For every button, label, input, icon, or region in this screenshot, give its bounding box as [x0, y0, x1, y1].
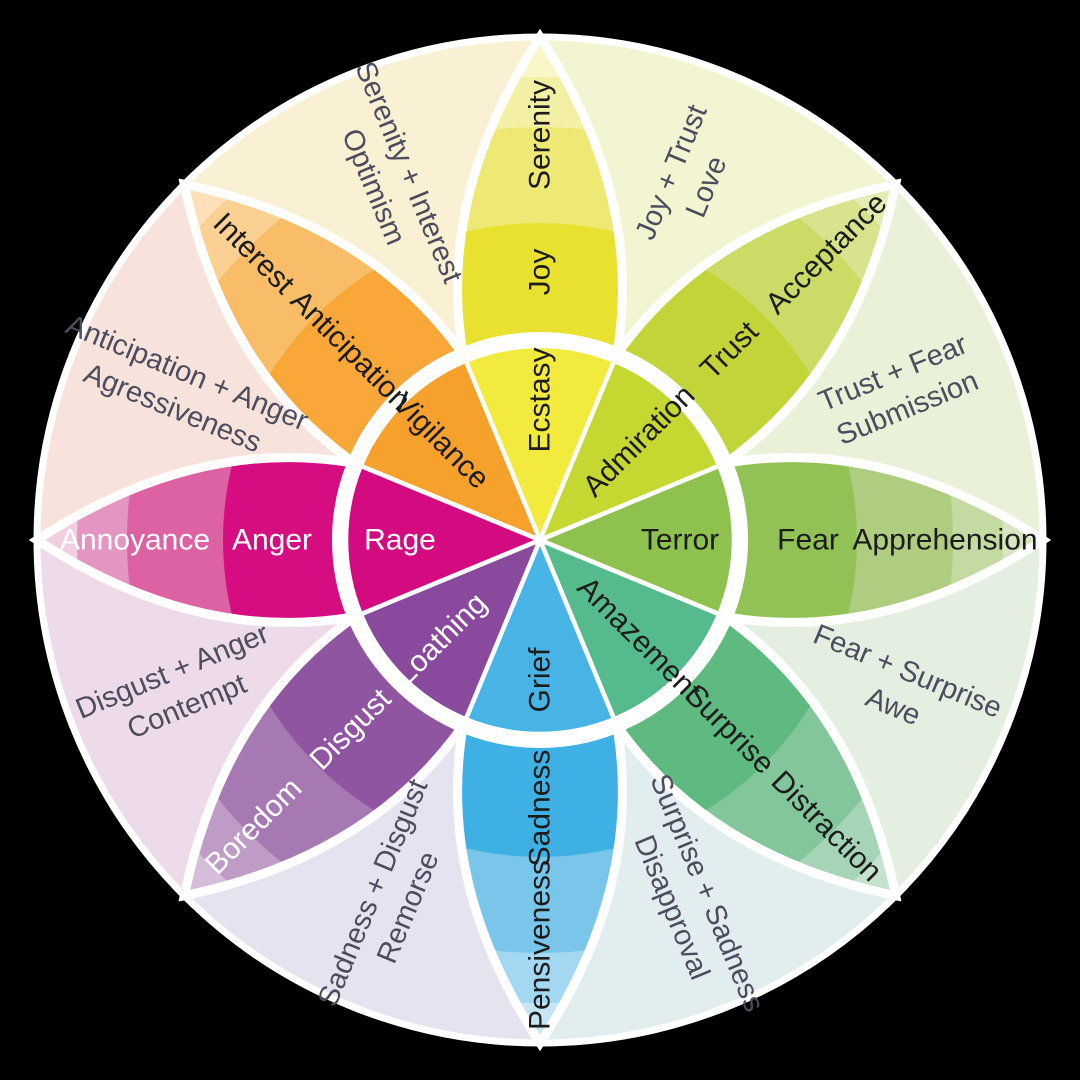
wedge-anticipation — [358, 358, 543, 543]
wedge-joy — [463, 343, 617, 543]
wedge-surprise — [537, 537, 722, 722]
label-terror: Terror — [641, 524, 719, 557]
label-anger: Anger — [232, 524, 312, 557]
label-sadness: Sadness — [524, 750, 557, 867]
outer-rim — [33, 33, 1047, 1047]
label-pensiveness: Pensiveness — [524, 860, 557, 1030]
wedge-disgust — [358, 537, 543, 722]
label-ecstasy: Ecstasy — [524, 347, 557, 452]
wedge-anger — [343, 463, 543, 617]
label-annoyance: Annoyance — [60, 524, 210, 557]
label-fear: Fear — [777, 524, 839, 557]
wedge-trust — [537, 358, 722, 543]
wedge-sadness — [463, 537, 617, 737]
label-rage: Rage — [364, 524, 436, 557]
label-serenity: Serenity — [524, 80, 557, 190]
label-apprehension: Apprehension — [852, 524, 1037, 557]
wedge-fear — [537, 463, 737, 617]
label-joy: Joy — [524, 249, 557, 296]
inner-circle-ring — [332, 332, 748, 748]
label-grief: Grief — [524, 647, 557, 713]
